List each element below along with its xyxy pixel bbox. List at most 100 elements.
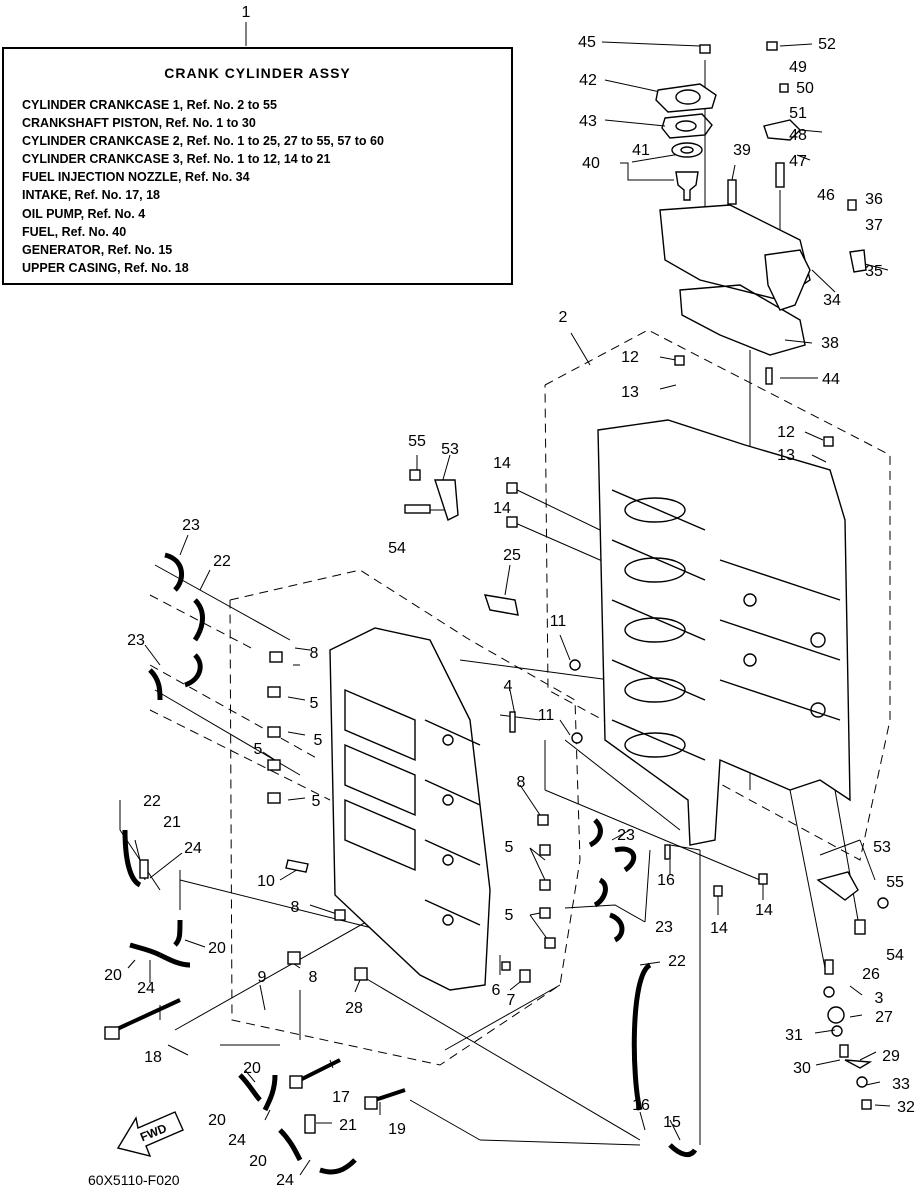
callout-26: 26 <box>862 966 880 983</box>
callout-13: 13 <box>777 447 795 464</box>
cover-42 <box>655 83 717 113</box>
callout-22: 22 <box>213 553 231 570</box>
callout-52: 52 <box>818 36 836 53</box>
gasket-38 <box>679 284 806 356</box>
callout-22: 22 <box>668 953 686 970</box>
callout-6: 6 <box>492 982 501 999</box>
legend-line: CYLINDER CRANKCASE 1, Ref. No. 2 to 55 <box>22 98 277 112</box>
callout-24: 24 <box>228 1132 246 1149</box>
callout-48: 48 <box>789 127 807 144</box>
callout-11: 11 <box>550 613 567 630</box>
callout-8: 8 <box>517 774 526 791</box>
callout-49: 49 <box>789 59 807 76</box>
legend-line: FUEL, Ref. No. 40 <box>22 224 127 239</box>
callout-17: 17 <box>332 1089 350 1106</box>
legend-line: UPPER CASING, Ref. No. 18 <box>22 260 189 275</box>
callout-42: 42 <box>579 72 597 89</box>
callout-55: 55 <box>408 433 426 450</box>
callout-5: 5 <box>505 839 514 856</box>
legend-line: INTAKE, Ref. No. 17, 18 <box>22 188 160 203</box>
callout-44: 44 <box>822 371 840 388</box>
callout-31: 31 <box>785 1027 803 1044</box>
callout-29: 29 <box>882 1048 900 1065</box>
callout-53: 53 <box>441 441 459 458</box>
callout-23: 23 <box>655 919 673 936</box>
callout-14: 14 <box>493 455 511 472</box>
seal-41 <box>671 142 703 158</box>
legend-line: CRANKSHAFT PISTON, Ref. No. 1 to 30 <box>22 116 256 131</box>
callout-4: 4 <box>504 678 513 695</box>
callout-14: 14 <box>493 500 511 517</box>
callout-5: 5 <box>312 793 321 810</box>
callout-20: 20 <box>208 940 226 957</box>
legend-line: GENERATOR, Ref. No. 15 <box>22 242 173 257</box>
callout-50: 50 <box>796 80 814 97</box>
drawing-code: 60X5110-F020 <box>88 1172 180 1188</box>
assembly-outlines <box>149 329 891 1066</box>
callout-43: 43 <box>579 113 597 130</box>
part-shapes <box>104 41 889 1175</box>
legend-line: FUEL INJECTION NOZZLE, Ref. No. 34 <box>22 170 250 185</box>
legend-box: CRANK CYLINDER ASSY CYLINDER CRANKCASE 1… <box>2 47 513 285</box>
callout-53: 53 <box>873 839 891 856</box>
callout-5: 5 <box>310 695 319 712</box>
callout-35: 35 <box>865 263 883 280</box>
callout-23: 23 <box>127 632 145 649</box>
bracket-53b <box>816 871 859 901</box>
callout-11: 11 <box>538 707 555 724</box>
callout-14: 14 <box>755 902 773 919</box>
sensor-25 <box>483 594 519 616</box>
callout-51: 51 <box>789 105 807 122</box>
callout-20: 20 <box>104 967 122 984</box>
callout-55: 55 <box>886 874 904 891</box>
callout-54: 54 <box>388 540 406 557</box>
callout-46: 46 <box>817 187 835 204</box>
crankcase-1-body <box>597 419 851 846</box>
legend-lines: CYLINDER CRANKCASE 1, Ref. No. 2 to 55 CR… <box>22 96 384 277</box>
callout-45: 45 <box>578 34 596 51</box>
callout-24: 24 <box>276 1172 294 1189</box>
callout-5: 5 <box>314 732 323 749</box>
crankcase-2-body <box>329 627 491 991</box>
callout-12: 12 <box>621 349 639 366</box>
callout-12: 12 <box>777 424 795 441</box>
callout-32: 32 <box>897 1099 915 1116</box>
callout-23: 23 <box>617 827 635 844</box>
callout-5: 5 <box>505 907 514 924</box>
callout-8: 8 <box>309 969 318 986</box>
callout-22: 22 <box>143 793 161 810</box>
callout-18: 18 <box>144 1049 162 1066</box>
callout-24: 24 <box>137 980 155 997</box>
callout-39: 39 <box>733 142 751 159</box>
callout-10: 10 <box>257 873 275 890</box>
callout-2: 2 <box>559 309 568 326</box>
callout-25: 25 <box>503 547 521 564</box>
callout-54: 54 <box>886 947 904 964</box>
callout-15: 15 <box>663 1114 681 1131</box>
callout-13: 13 <box>621 384 639 401</box>
injector-34 <box>764 249 811 311</box>
callout-40: 40 <box>582 155 600 172</box>
callout-28: 28 <box>345 1000 363 1017</box>
callout-41: 41 <box>632 142 650 159</box>
callout-21: 21 <box>163 814 181 831</box>
callout-9: 9 <box>258 969 267 986</box>
callout-20: 20 <box>208 1112 226 1129</box>
callout-21: 21 <box>339 1117 357 1134</box>
callout-8: 8 <box>291 899 300 916</box>
callout-38: 38 <box>821 335 839 352</box>
callout-33: 33 <box>892 1076 910 1093</box>
callout-24: 24 <box>184 840 202 857</box>
callout-8: 8 <box>310 645 319 662</box>
bracket-35 <box>849 249 867 273</box>
callout-27: 27 <box>875 1009 893 1026</box>
callout-36: 36 <box>865 191 883 208</box>
callout-14: 14 <box>710 920 728 937</box>
callout-5: 5 <box>254 741 263 758</box>
callout-assembly: 1 <box>242 4 251 21</box>
legend-line: CYLINDER CRANKCASE 2, Ref. No. 1 to 25, … <box>22 134 384 149</box>
bracket-53 <box>434 479 459 521</box>
legend-title: CRANK CYLINDER ASSY <box>164 65 351 81</box>
